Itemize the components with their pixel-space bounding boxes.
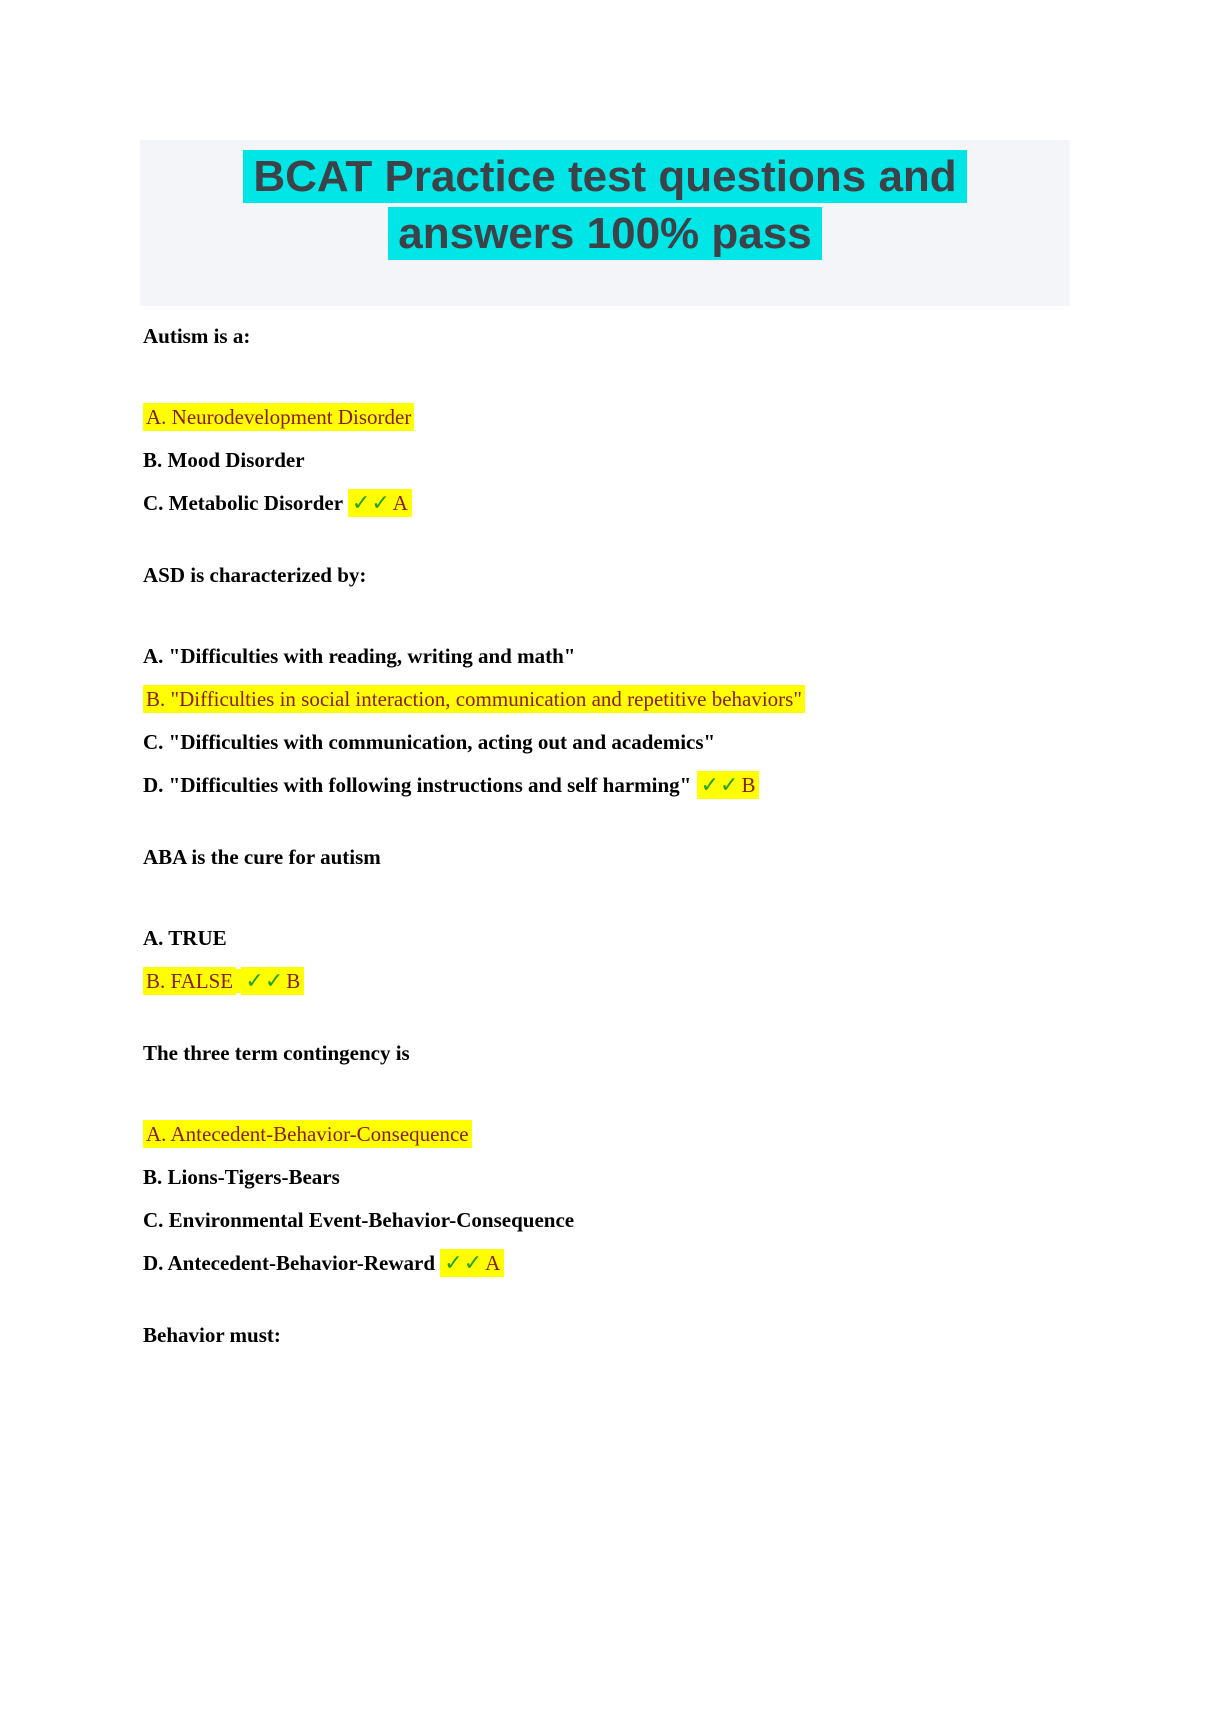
checkmarks-icon: ✓✓ [700,773,740,798]
question-prompt: Behavior must: [143,1323,281,1347]
answer-option: C. Metabolic Disorder ✓✓A [143,489,1074,518]
question-block: The three term contingency is A. Antecede… [143,1039,1074,1278]
question-block: Behavior must: [143,1321,1074,1349]
mark-separator [236,969,242,993]
checkmarks-icon: ✓✓ [444,1251,484,1276]
correct-answer-text: A. Neurodevelopment Disorder [143,403,415,431]
answer-mark: ✓✓A [440,1249,505,1277]
answer-mark: ✓✓B [241,967,305,995]
answer-option: B. Mood Disorder [143,446,1074,474]
answer-letter: A [392,491,408,515]
answer-option: B. FALSE ✓✓B [143,967,1074,996]
question-prompt: ABA is the cure for autism [143,845,381,869]
title-line-2: answers 100% pass [388,207,822,260]
option-text: A. TRUE [143,926,227,950]
option-text: C. Metabolic Disorder [143,491,343,515]
answer-option: A. TRUE [143,924,1074,952]
answer-letter: B [286,969,301,993]
option-text: C. "Difficulties with communication, act… [143,730,716,754]
question-block: Autism is a: A. Neurodevelopment Disorder… [143,322,1074,518]
answer-option: A. "Difficulties with reading, writing a… [143,642,1074,670]
questions-container: Autism is a: A. Neurodevelopment Disorder… [143,322,1074,1349]
answer-mark: ✓✓A [347,489,412,517]
correct-answer-text: B. "Difficulties in social interaction, … [143,685,805,713]
correct-answer-text: A. Antecedent-Behavior-Consequence [143,1120,472,1148]
checkmarks-icon: ✓✓ [351,491,391,516]
answer-option: B. Lions-Tigers-Bears [143,1163,1074,1191]
title-line-1: BCAT Practice test questions and [243,150,967,203]
correct-answer-text: B. FALSE [143,967,237,995]
option-text: C. Environmental Event-Behavior-Conseque… [143,1208,575,1232]
answer-letter: A [485,1251,501,1275]
question-prompt: Autism is a: [143,324,251,348]
option-text: B. Mood Disorder [143,448,305,472]
option-text: D. Antecedent-Behavior-Reward [143,1251,436,1275]
question-prompt: The three term contingency is [143,1041,410,1065]
answer-option: A. Neurodevelopment Disorder [143,403,1074,431]
option-text: B. Lions-Tigers-Bears [143,1165,340,1189]
question-block: ASD is characterized by: A. "Difficulties… [143,561,1074,800]
answer-option: D. Antecedent-Behavior-Reward ✓✓A [143,1249,1074,1278]
question-block: ABA is the cure for autism A. TRUE B. FALS… [143,843,1074,996]
answer-option: A. Antecedent-Behavior-Consequence [143,1120,1074,1148]
answer-option: C. Environmental Event-Behavior-Conseque… [143,1206,1074,1234]
answer-option: B. "Difficulties in social interaction, … [143,685,1074,713]
option-text: D. "Difficulties with following instruct… [143,773,692,797]
option-text: A. "Difficulties with reading, writing a… [143,644,576,668]
answer-option: C. "Difficulties with communication, act… [143,728,1074,756]
answer-option: D. "Difficulties with following instruct… [143,771,1074,800]
answer-mark: ✓✓B [696,771,760,799]
mark-separator [691,773,696,797]
answer-letter: B [741,773,756,797]
question-prompt: ASD is characterized by: [143,563,367,587]
checkmarks-icon: ✓✓ [245,969,285,994]
